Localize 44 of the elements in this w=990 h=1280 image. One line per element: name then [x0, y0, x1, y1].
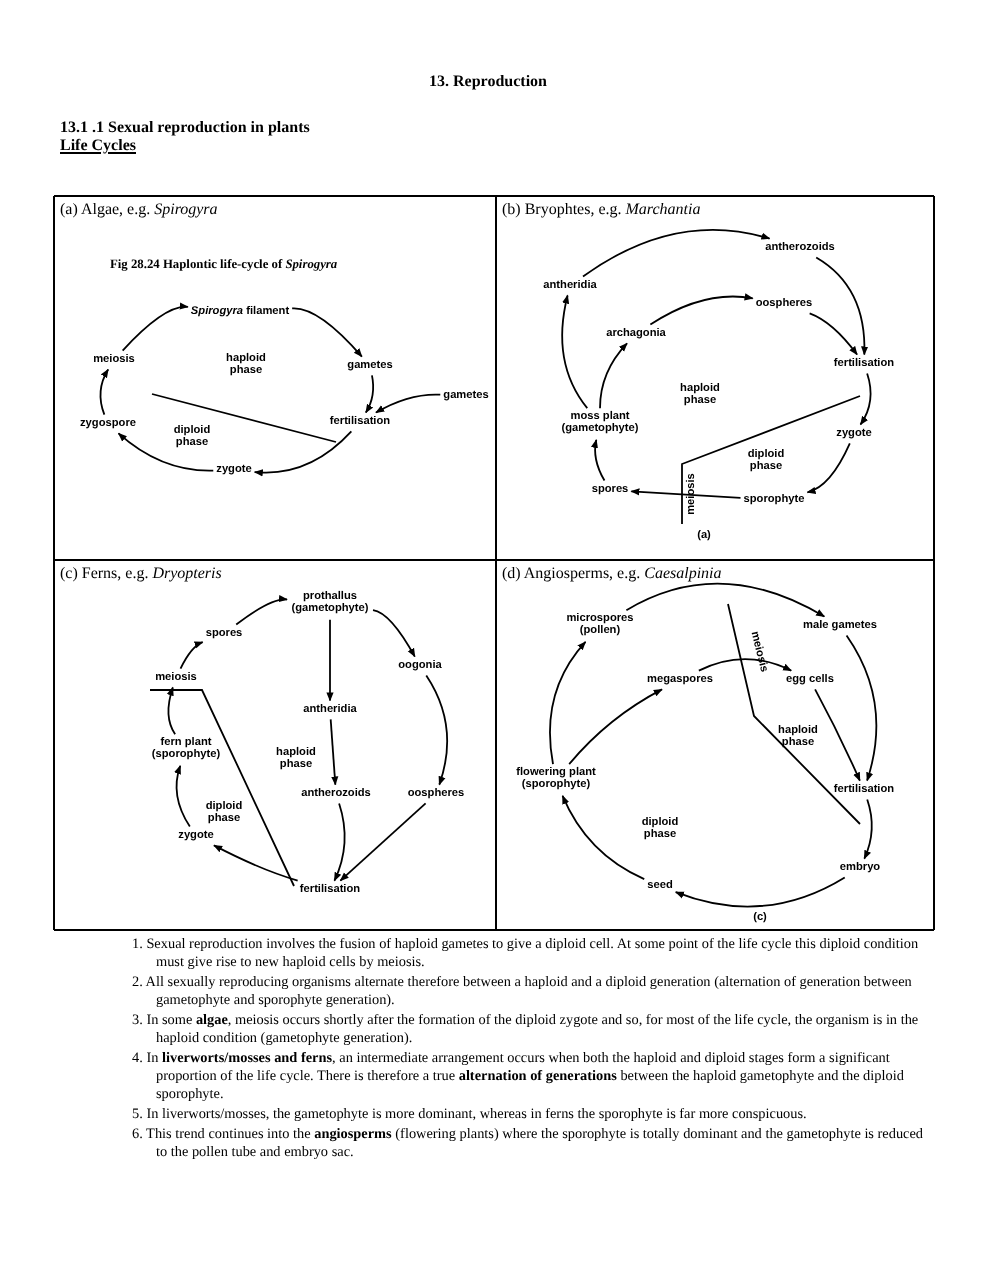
arrow	[674, 876, 846, 908]
arrow	[121, 303, 189, 352]
arrow	[591, 438, 606, 482]
arrow	[326, 618, 334, 702]
arrow	[649, 293, 754, 326]
arrow	[291, 307, 363, 358]
arrow	[625, 582, 826, 618]
arrow	[845, 634, 878, 782]
cell-heading: (b) Bryophtes, e.g. Marchantia	[502, 200, 701, 218]
arrow	[806, 442, 851, 494]
arrow	[213, 844, 299, 882]
section-heading: 13.1 .1 Sexual reproduction in plants	[60, 118, 310, 136]
arrow	[814, 688, 861, 782]
arrow	[339, 802, 427, 882]
arrow	[859, 372, 872, 426]
arrow	[561, 794, 646, 880]
arrow	[99, 368, 110, 416]
arrow	[174, 764, 191, 828]
arrow	[549, 640, 587, 766]
arrow	[425, 674, 448, 786]
arrow	[561, 294, 589, 410]
cell-heading: (d) Angiosperms, e.g. Caesalpinia	[502, 564, 722, 582]
arrow	[863, 798, 873, 860]
arrow	[808, 312, 858, 356]
arrow	[235, 595, 288, 626]
arrow	[630, 488, 742, 499]
arrow	[375, 393, 442, 414]
arrow	[333, 802, 346, 882]
arrow	[599, 342, 628, 410]
arrow	[582, 229, 771, 278]
cell-heading: (a) Algae, e.g. Spirogyra	[60, 200, 218, 218]
arrow	[568, 688, 663, 766]
arrow	[166, 686, 176, 736]
arrow	[117, 432, 215, 472]
arrow	[253, 430, 353, 477]
arrow	[697, 658, 793, 672]
arrow	[364, 374, 375, 414]
cell-heading: (c) Ferns, e.g. Dryopteris	[60, 564, 222, 582]
section-heading: Life Cycles	[60, 136, 136, 154]
arrow	[372, 609, 416, 658]
arrow	[815, 256, 868, 356]
page-title: 13. Reproduction	[427, 72, 549, 90]
arrow	[179, 641, 204, 670]
arrow	[329, 718, 339, 786]
